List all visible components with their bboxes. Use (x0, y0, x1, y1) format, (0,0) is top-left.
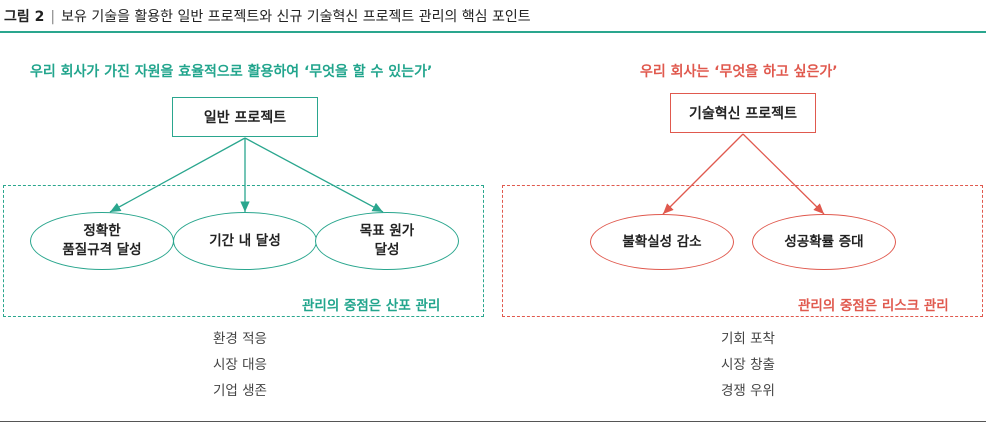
top-divider (0, 31, 986, 33)
figure-title: 그림 2 | 보유 기술을 활용한 일반 프로젝트와 신규 기술혁신 프로젝트 관리… (4, 6, 531, 26)
goal-schedule-node: 기간 내 달성 (173, 212, 317, 270)
goal-schedule-line1: 기간 내 달성 (209, 232, 281, 249)
arrow-innovation-to-uncertainty (662, 133, 744, 215)
goal-success-line1: 성공확률 증대 (784, 233, 864, 250)
right-dashed-region (502, 185, 983, 317)
bottom-divider (0, 421, 986, 422)
figure-caption: 보유 기술을 활용한 일반 프로젝트와 신규 기술혁신 프로젝트 관리의 핵심 … (61, 9, 531, 25)
general-project-node: 일반 프로젝트 (172, 97, 318, 137)
right-outcome-list: 기회 포착 시장 창출 경쟁 우위 (648, 326, 848, 404)
figure-label: 그림 2 (4, 9, 45, 25)
goal-quality-line1: 정확한 (83, 223, 121, 239)
left-heading: 우리 회사가 가진 자원을 효율적으로 활용하여 ‘무엇을 할 수 있는가’ (30, 64, 433, 80)
left-outcome-item: 환경 적응 (213, 331, 267, 347)
arrow-general-to-quality (109, 137, 246, 213)
goal-cost-line2: 달성 (374, 242, 400, 258)
left-outcome-item: 시장 대응 (213, 357, 267, 373)
right-heading: 우리 회사는 ‘무엇을 하고 싶은가’ (640, 64, 838, 80)
arrow-innovation-to-success (742, 133, 825, 215)
left-dashed-region (3, 185, 484, 317)
goal-success-node: 성공확률 증대 (752, 214, 896, 270)
left-focus-note: 관리의 중점은 산포 관리 (302, 298, 441, 314)
arrow-general-to-cost (244, 137, 384, 213)
left-outcome-list: 환경 적응 시장 대응 기업 생존 (140, 326, 340, 404)
goal-quality-line2: 품질규격 달성 (62, 242, 142, 258)
right-outcome-item: 시장 창출 (721, 357, 775, 373)
figure-separator: | (50, 9, 56, 25)
left-outcome-item: 기업 생존 (213, 383, 267, 399)
right-focus-note: 관리의 중점은 리스크 관리 (798, 298, 949, 314)
right-outcome-item: 기회 포착 (721, 331, 775, 347)
right-outcome-item: 경쟁 우위 (721, 383, 775, 399)
goal-cost-line1: 목표 원가 (359, 223, 415, 239)
goal-uncertainty-line1: 불확실성 감소 (622, 233, 702, 250)
innovation-project-node: 기술혁신 프로젝트 (670, 93, 816, 133)
goal-uncertainty-node: 불확실성 감소 (590, 214, 734, 270)
